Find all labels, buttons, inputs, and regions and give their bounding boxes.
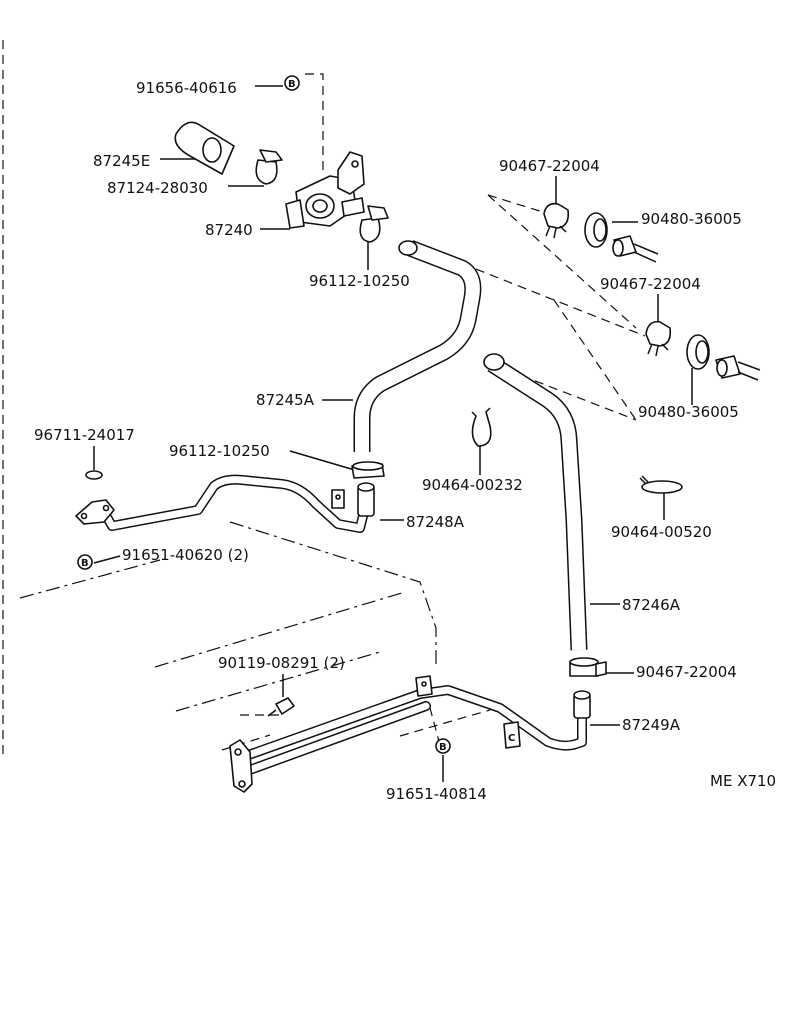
part-labels: 91656-40616 87245E 87124-28030 87240 961… [34,79,776,803]
plug-90480-36005-b [686,334,761,381]
label-91656-40616: 91656-40616 [136,79,237,97]
bolt-90119-08291 [267,697,295,717]
pipe-87249A [229,675,591,793]
bolt-marker-label: B [81,558,89,569]
label-96112-10250-mid: 96112-10250 [169,442,270,460]
clamp-90467-22004-lower [569,657,607,677]
label-87245E: 87245E [93,152,150,170]
bolt-marker-top: B [284,75,300,91]
label-87246A: 87246A [622,596,681,614]
gasket-96711-24017 [85,470,103,480]
label-87249A: 87249A [622,716,681,734]
label-90467-22004-b: 90467-22004 [600,275,701,293]
label-90480-36005-a: 90480-36005 [641,210,742,228]
label-96112-10250-top: 96112-10250 [309,272,410,290]
plug-90480-36005-a [584,212,659,263]
clamp-96112-10250-mid [351,461,385,479]
hose-87245A [353,240,482,452]
clamp-90464-00520 [639,475,683,494]
label-91651-40814: 91651-40814 [386,785,487,803]
valve-87240 [285,151,365,229]
label-90119-08291: 90119-08291 (2) [218,654,345,672]
label-87240: 87240 [205,221,253,239]
clamp-90467-22004-b [645,320,672,357]
label-96711-24017: 96711-24017 [34,426,135,444]
bolt-marker-bottom: B [435,738,451,754]
label-90464-00520: 90464-00520 [611,523,712,541]
bolt-marker-label: B [439,742,447,753]
bracket-marker-label: C [508,733,515,744]
label-91651-40620: 91651-40620 (2) [122,546,249,564]
hose-87246A [483,353,588,651]
leader-lines [93,85,693,782]
diagram-code: ME X710 [710,772,776,790]
label-87248A: 87248A [406,513,465,531]
label-90480-36005-b: 90480-36005 [638,403,739,421]
label-90464-00232: 90464-00232 [422,476,523,494]
pipe-87248A [75,474,375,533]
bolt-marker-left: B [77,554,93,570]
label-87124-28030: 87124-28030 [107,179,208,197]
bolt-marker-label: B [288,79,296,90]
label-90467-22004-c: 90467-22004 [636,663,737,681]
clamp-90467-22004-a [543,202,570,239]
label-90467-22004-a: 90467-22004 [499,157,600,175]
clamp-96112-10250-top [359,205,389,243]
hose-87245E [174,121,235,175]
clamp-90464-00232 [471,407,492,447]
clamp-87124-28030 [255,149,283,185]
label-87245A: 87245A [256,391,315,409]
bracket-marker: C [508,733,515,744]
